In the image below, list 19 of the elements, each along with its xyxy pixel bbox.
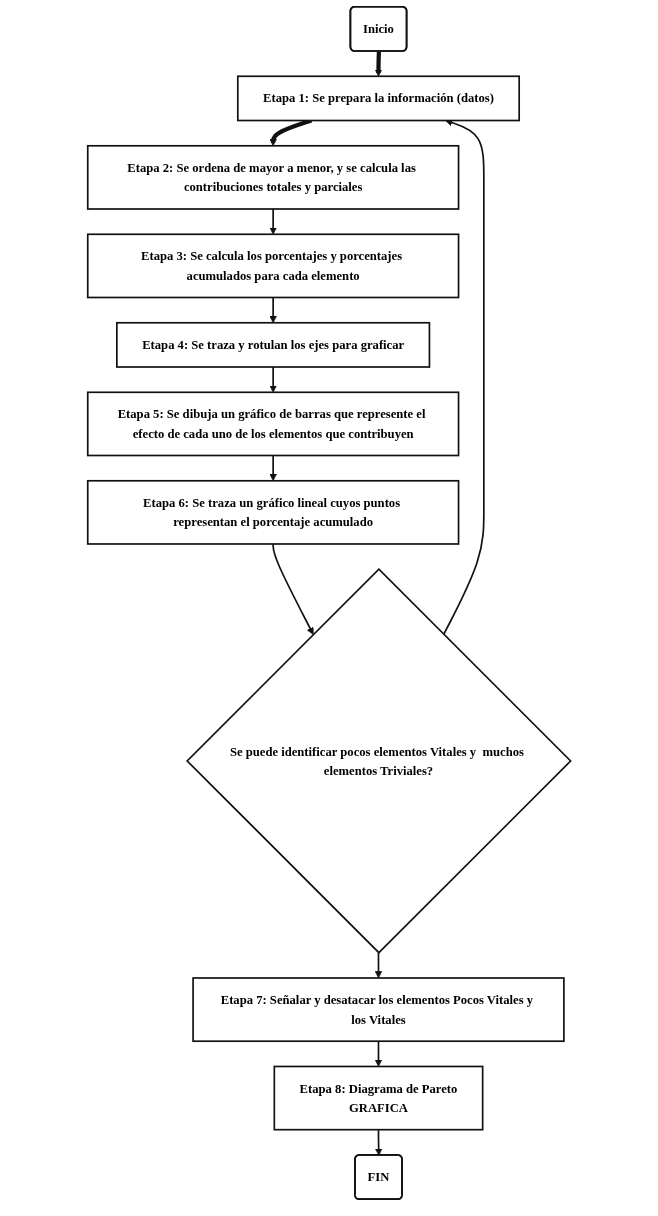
node-box: Etapa 6: Se traza un gráfico lineal cuyos puntos representan el porcentaje acumulado <box>86 479 460 545</box>
node-box: Etapa 1: Se prepara la información (datos) <box>236 75 520 122</box>
node-box: Etapa 8: Diagrama de Pareto GRAFICA <box>273 1065 484 1131</box>
arrow <box>374 1128 383 1156</box>
arrow <box>374 951 382 979</box>
node-diamond: Se puede identificar pocos elementos Vitales y muchos elementos Triviales? <box>185 568 572 954</box>
node-box: Etapa 5: Se dibuja un gráfico de barras que represente el efecto de cada uno de los elementos que contribuyen <box>86 391 460 457</box>
node-box: Etapa 3: Se calcula los porcentajes y porcentajes acumulados para cada elemento <box>86 233 460 299</box>
node-box: Etapa 7: Señalar y desatacar los elementos Pocos Vitales y los Vitales <box>192 977 565 1043</box>
node-box: Etapa 2: Se ordena de mayor a menor, y se calcula las contribuciones totales y parciales <box>86 144 460 210</box>
arrow <box>269 208 277 235</box>
arrow <box>442 119 485 636</box>
arrow <box>374 1040 382 1067</box>
arrow <box>374 51 382 77</box>
arrow <box>272 543 314 635</box>
arrow <box>269 454 277 482</box>
arrow <box>269 366 277 393</box>
node-box: Etapa 4: Se traza y rotulan los ejes para graficar <box>115 321 431 368</box>
arrow <box>269 296 277 324</box>
